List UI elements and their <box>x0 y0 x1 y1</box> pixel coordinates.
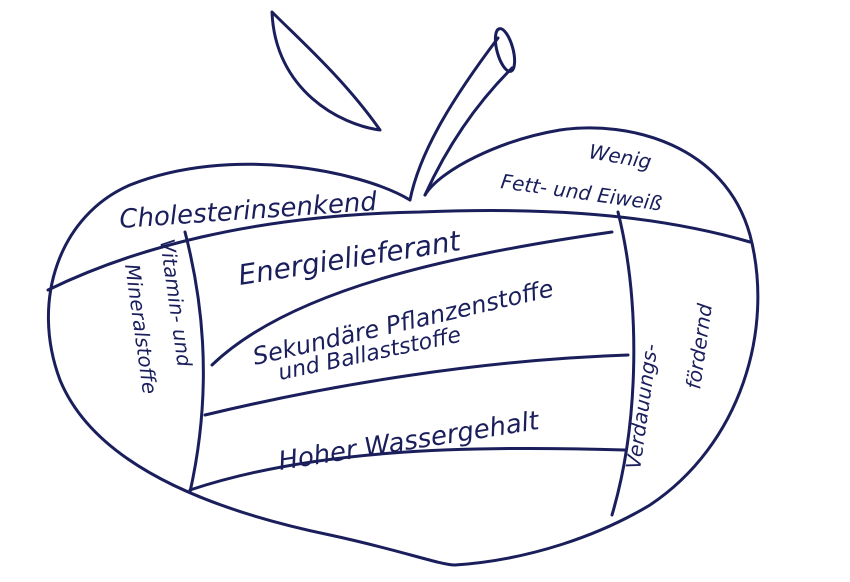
divider-top-band <box>46 208 752 292</box>
apple-outline <box>46 126 760 567</box>
divider-middle-upper <box>210 230 614 367</box>
label-verdauung-line2: fördernd <box>681 302 717 391</box>
label-verdauung-line1: Verdauungs- <box>621 342 662 470</box>
apple-stem-top <box>493 27 517 73</box>
label-energie: Energielieferant <box>236 224 464 292</box>
divider-right <box>610 210 636 517</box>
label-vitamin-line2: Mineralstoffe <box>120 262 162 395</box>
apple-leaf <box>270 10 382 132</box>
label-wenig-line2: Fett- und Eiweiß <box>499 169 663 215</box>
label-wenig-line1: Wenig <box>587 139 653 174</box>
divider-left <box>183 230 205 494</box>
divider-bottom <box>188 446 627 492</box>
divider-middle-lower <box>203 353 630 417</box>
label-wasser: Hoher Wassergehalt <box>276 406 541 477</box>
apple-stem <box>408 36 514 202</box>
